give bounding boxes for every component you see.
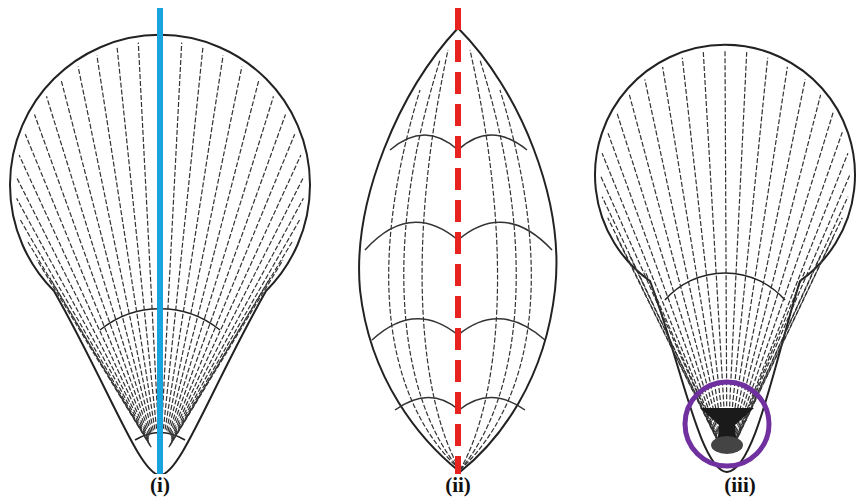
- shell-rib: [50, 278, 152, 448]
- shell-rib: [78, 67, 153, 431]
- shell-rib: [729, 52, 747, 427]
- shell-rib: [629, 95, 719, 431]
- shell-rib: [25, 134, 149, 436]
- shell-rib: [61, 80, 152, 431]
- shell-rib: [165, 56, 223, 430]
- shell-rib: [47, 96, 151, 432]
- shell-rib: [732, 67, 788, 429]
- shell-rib: [736, 218, 842, 441]
- shell-rib: [171, 155, 301, 437]
- shell-rib: [733, 79, 805, 429]
- shell-ribs: [600, 50, 850, 445]
- figure-label: (i): [147, 474, 173, 496]
- shell-rib: [703, 52, 725, 427]
- figure-label: (ii): [442, 474, 474, 496]
- shell-rib: [20, 220, 149, 443]
- shell-rib: [172, 177, 304, 440]
- shell-outline: [595, 45, 855, 472]
- shell-rib: [16, 177, 148, 440]
- shell-rib: [167, 67, 242, 431]
- shell-rib: [737, 197, 848, 439]
- figure-label: (iii): [721, 474, 759, 496]
- shell-rib: [725, 50, 727, 427]
- shell-rib: [736, 113, 834, 433]
- shell-rib: [737, 175, 850, 437]
- shell-rib: [171, 241, 293, 445]
- ligament: [700, 408, 754, 454]
- symmetry-line: [157, 8, 163, 492]
- shell-rib: [162, 43, 182, 429]
- shell-rib: [168, 80, 259, 431]
- shell-rib: [730, 58, 767, 428]
- shell-rib: [617, 237, 718, 442]
- shell-rib: [35, 115, 151, 435]
- shell-rib: [645, 271, 721, 445]
- highlight-circle: [685, 382, 769, 466]
- shell-rib: [170, 115, 286, 435]
- shell-rib: [617, 113, 718, 433]
- shell-rib: [629, 255, 719, 443]
- shell-rib: [163, 48, 203, 429]
- shell-rib: [17, 198, 149, 441]
- shell-rib: [19, 155, 149, 437]
- shell-rib: [645, 79, 721, 429]
- symmetry-line-dashed: [455, 8, 461, 492]
- shell-rib: [37, 260, 150, 446]
- shell-rib: [169, 96, 273, 432]
- shell-rib: [117, 48, 157, 429]
- shell-rib: [172, 198, 304, 441]
